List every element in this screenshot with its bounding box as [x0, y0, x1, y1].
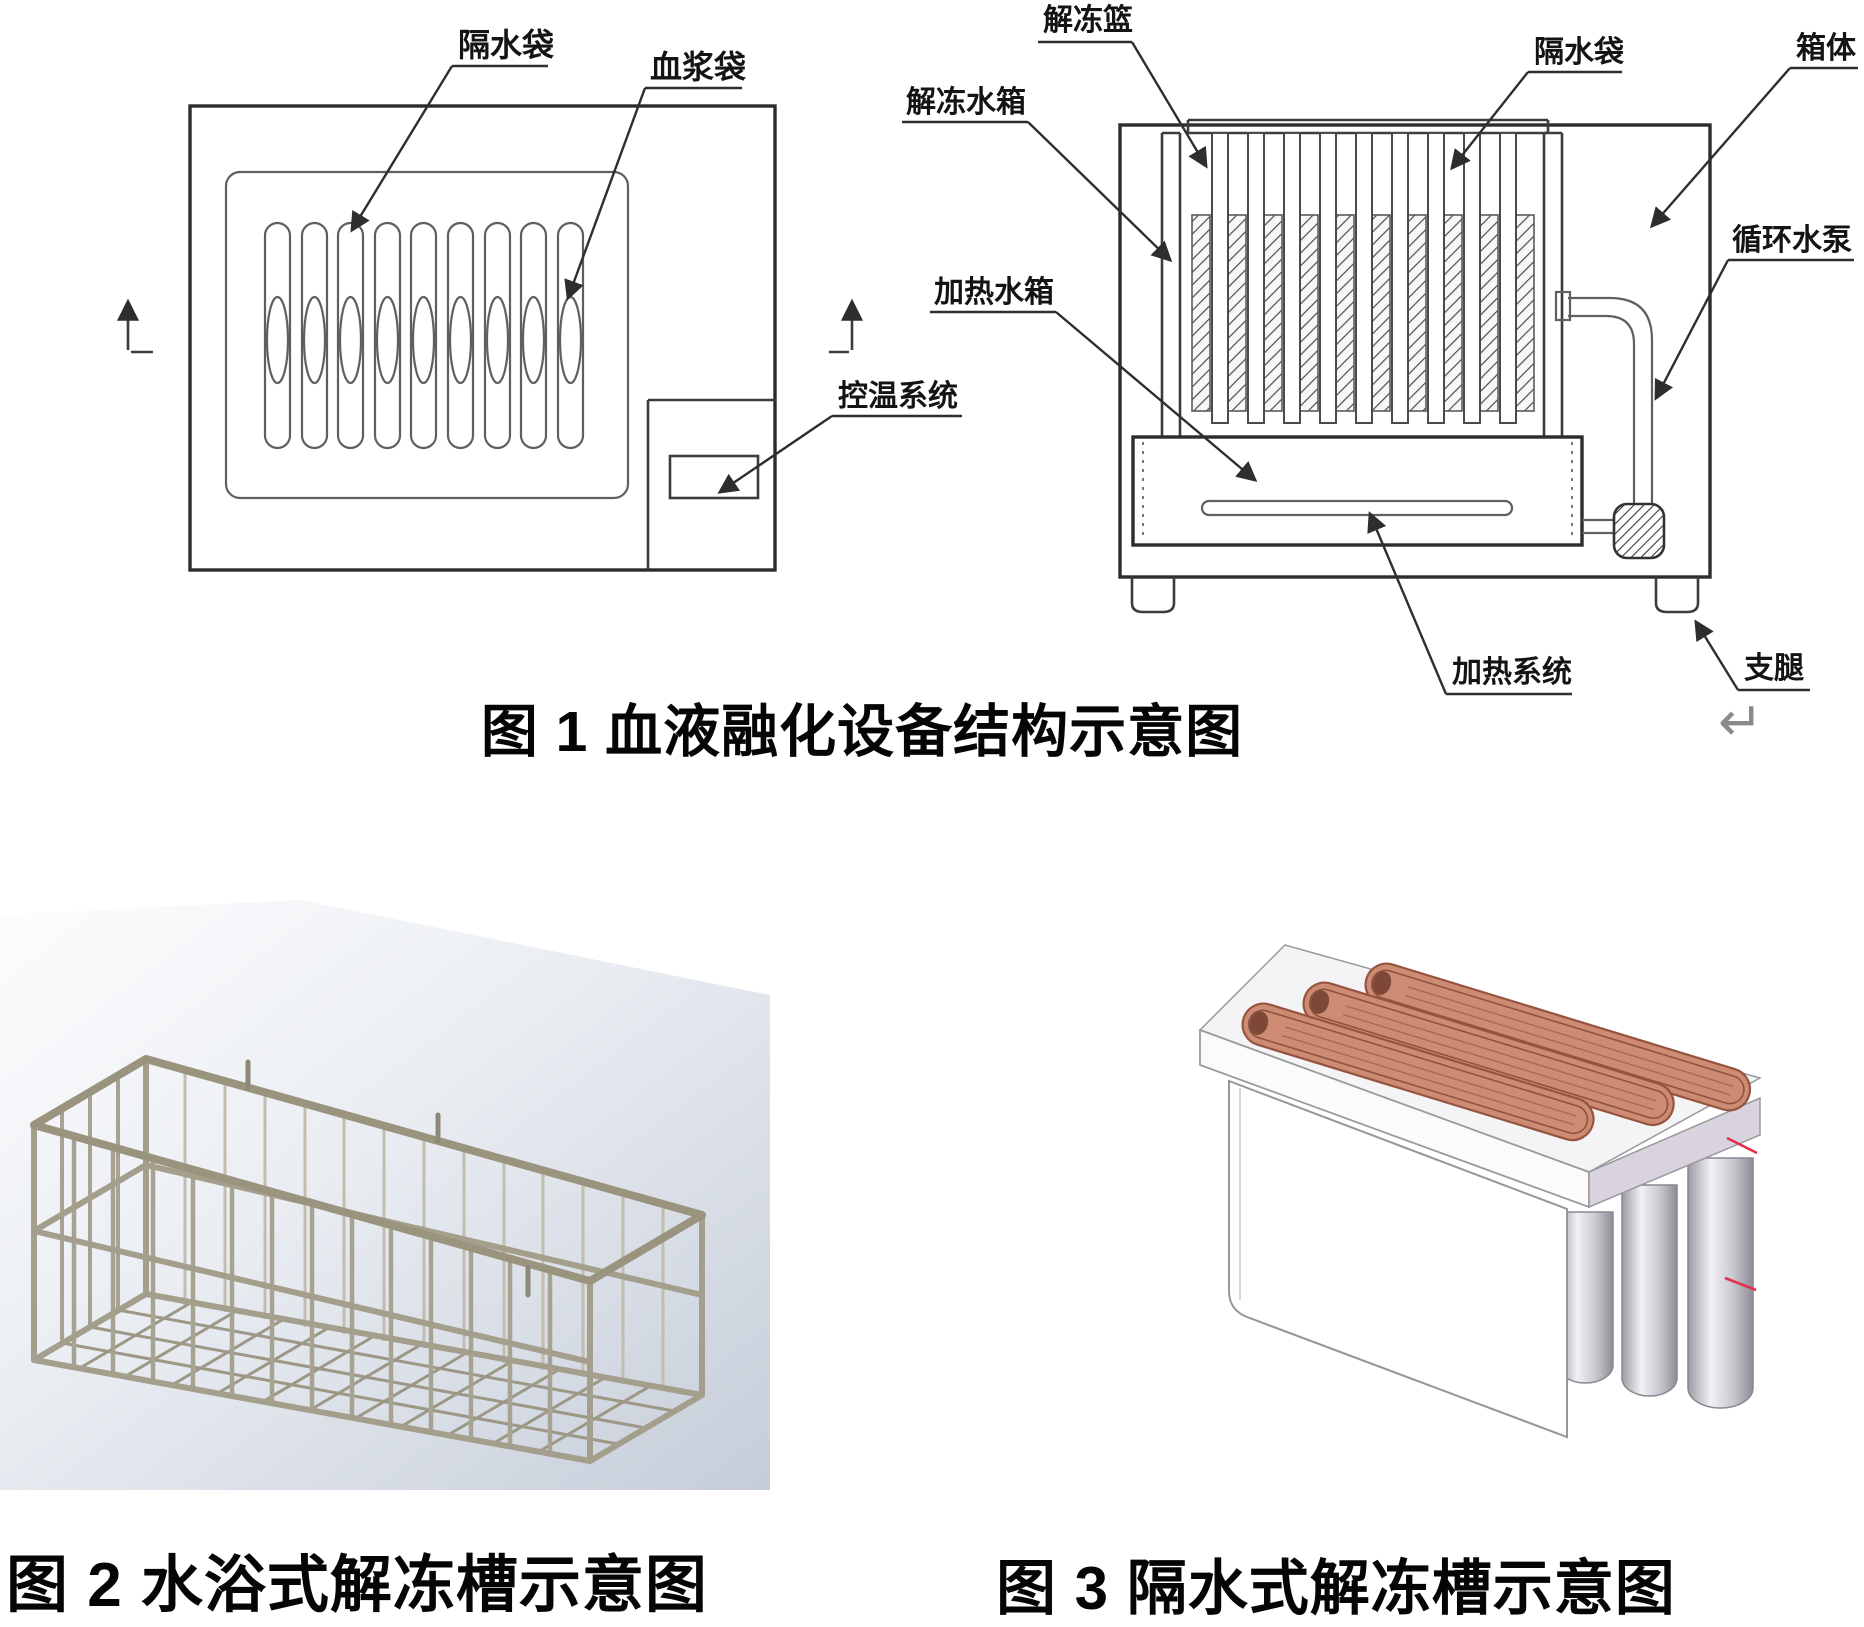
figure2-basket-render	[0, 900, 770, 1490]
device-outline	[188, 104, 777, 572]
label-plasma-bag: 血浆袋	[564, 49, 746, 301]
front-view-drawing: 隔水袋 血浆袋 控温系统	[116, 27, 962, 572]
svg-text:隔水袋: 隔水袋	[458, 27, 554, 63]
basket-top-rim	[30, 1055, 706, 1285]
label-thawing-water-tank: 解冻水箱	[902, 85, 1173, 263]
plasma-bags	[265, 295, 583, 385]
label-heating-water-tank: 加热水箱	[930, 276, 1258, 482]
basket-slats	[1211, 132, 1517, 424]
label-circulating-water-pump: 循环水泵	[1654, 224, 1854, 401]
plate-right-face	[1588, 1096, 1761, 1209]
left-foot	[1130, 577, 1176, 614]
pump-body	[1612, 502, 1666, 560]
figure3-caption: 图 3 隔水式解冻槽示意图	[996, 1555, 1676, 1622]
label-heating-system: 加热系统	[1367, 511, 1572, 696]
section-view-drawing: 解冻篮 解冻水箱 隔水袋 箱体 循环水泵 加热水箱	[902, 3, 1858, 696]
svg-text:箱体: 箱体	[1796, 32, 1857, 65]
heating-tank	[1131, 435, 1584, 547]
red-leader-marks	[1724, 1136, 1758, 1292]
cabinet-outline	[1118, 123, 1712, 579]
svg-text:解冻水箱: 解冻水箱	[906, 85, 1026, 119]
figure2-caption: 图 2 水浴式解冻槽示意图	[6, 1551, 708, 1620]
circulation-pipe	[1554, 290, 1654, 535]
control-display	[668, 454, 760, 500]
control-panel-partition	[646, 398, 775, 570]
paragraph-mark-icon: ↵	[1718, 692, 1764, 752]
svg-text:控温系统: 控温系统	[838, 379, 958, 413]
label-cabinet-body: 箱体	[1649, 32, 1858, 229]
right-foot	[1654, 577, 1700, 614]
basket-end-wires	[60, 1076, 120, 1344]
water-isolation-bag-slots	[263, 221, 585, 450]
svg-text:循环水泵: 循环水泵	[1732, 224, 1852, 257]
svg-text:支腿: 支腿	[1744, 652, 1804, 685]
basket-handle-pins	[245, 1059, 531, 1298]
label-water-isolation-bag-right: 隔水袋	[1450, 36, 1624, 171]
svg-text:加热水箱: 加热水箱	[934, 276, 1054, 309]
label-support-leg: 支腿	[1694, 619, 1810, 692]
svg-text:血浆袋: 血浆袋	[650, 49, 746, 85]
label-water-isolation-bag: 隔水袋	[350, 27, 554, 233]
svg-text:解冻篮: 解冻篮	[1043, 3, 1133, 37]
figure1-caption: 图 1 血液融化设备结构示意图	[480, 700, 1244, 764]
label-thawing-basket: 解冻篮	[1038, 3, 1208, 169]
tank-body	[1228, 1079, 1568, 1439]
inner-chamber-outline	[224, 170, 630, 500]
basket-rails	[31, 1056, 705, 1464]
svg-text:隔水袋: 隔水袋	[1534, 36, 1624, 69]
figure3-tank-render	[1198, 944, 1762, 1439]
section-marker-left	[116, 298, 153, 354]
label-temperature-control-system: 控温系统	[717, 379, 962, 494]
section-marker-right	[829, 298, 864, 354]
thawing-tank	[1160, 118, 1564, 437]
bag-cylinders	[1557, 1157, 1754, 1409]
figure1-diagrams: 隔水袋 血浆袋 控温系统	[116, 3, 1858, 696]
svg-text:加热系统: 加热系统	[1452, 655, 1572, 689]
heating-element	[1200, 499, 1514, 517]
